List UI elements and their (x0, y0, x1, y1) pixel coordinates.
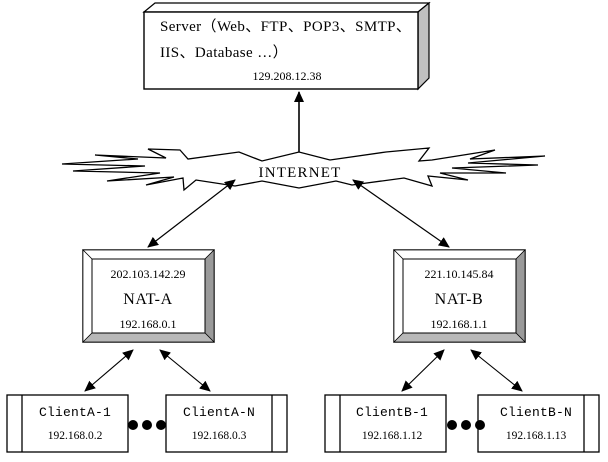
connector-nat-b-to-client-bn (470, 349, 523, 392)
ellipsis-dot (156, 420, 166, 430)
nat-b-bevel-bottom (393, 332, 526, 343)
server-box-right-face (417, 1, 430, 91)
connector-nat-a-to-client-an (159, 349, 211, 392)
server-box-top-face (142, 2, 431, 13)
client-an-ip: 192.168.0.3 (191, 430, 247, 442)
connector-cloud-to-nat-b (352, 179, 450, 248)
client-an-outline (165, 394, 288, 453)
nat-a-bevel-top (82, 249, 215, 260)
client-a1-outline (6, 394, 129, 453)
nat-a-name: NAT-A (123, 291, 173, 308)
server-label-line2: IIS、Database …） (160, 45, 289, 61)
server-label-line1: Server（Web、FTP、POP3、SMTP、 (160, 19, 412, 35)
client-a1-ip: 192.168.0.2 (47, 430, 103, 442)
nat-a-private-ip: 192.168.0.1 (119, 317, 177, 331)
nat-b-name: NAT-B (434, 291, 484, 308)
client-bn-name: ClientB-N (499, 405, 573, 420)
ellipsis-dot (461, 420, 471, 430)
ellipsis-dot (128, 420, 138, 430)
nat-b-public-ip: 221.10.145.84 (424, 267, 494, 281)
nat-a-bevel-left (82, 249, 93, 343)
connector-nat-b-to-client-b1 (401, 349, 445, 392)
server-box[interactable] (142, 1, 431, 91)
client-b1-ip: 192.168.1.12 (361, 430, 423, 442)
client-b1-box[interactable] (324, 394, 447, 453)
ellipsis-dot (142, 420, 152, 430)
client-a1-name: ClientA-1 (38, 405, 112, 420)
nat-a-bevel-bottom (82, 332, 215, 343)
client-bn-box[interactable] (477, 394, 600, 453)
nat-b-bevel-left (393, 249, 404, 343)
ellipsis-dots-group-b (447, 420, 485, 430)
internet-cloud-label: INTERNET (258, 165, 342, 181)
nat-a-public-ip: 202.103.142.29 (110, 267, 186, 281)
ellipsis-dot (447, 420, 457, 430)
client-b1-outline (324, 394, 447, 453)
nat-a-inner-face (91, 258, 206, 334)
client-bn-ip: 192.168.1.13 (505, 430, 567, 442)
ellipsis-dots-group-a (128, 420, 166, 430)
connector-cloud-to-nat-a (147, 179, 236, 248)
nat-b-inner-face (402, 258, 517, 334)
nat-b-box[interactable] (393, 249, 526, 343)
client-an-name: ClientA-N (182, 405, 256, 420)
ellipsis-dot (475, 420, 485, 430)
nat-b-bevel-top (393, 249, 526, 260)
nat-a-box[interactable] (82, 249, 215, 343)
client-bn-outline (477, 394, 600, 453)
nat-b-private-ip: 192.168.1.1 (430, 317, 488, 331)
client-a1-box[interactable] (6, 394, 129, 453)
nat-b-bevel-right (515, 249, 526, 343)
nat-a-bevel-right (204, 249, 215, 343)
client-b1-name: ClientB-1 (355, 405, 429, 420)
server-ip-label: 129.208.12.38 (252, 69, 322, 83)
connector-nat-a-to-client-a1 (84, 349, 134, 392)
server-box-front-face (143, 11, 419, 90)
client-an-box[interactable] (165, 394, 288, 453)
